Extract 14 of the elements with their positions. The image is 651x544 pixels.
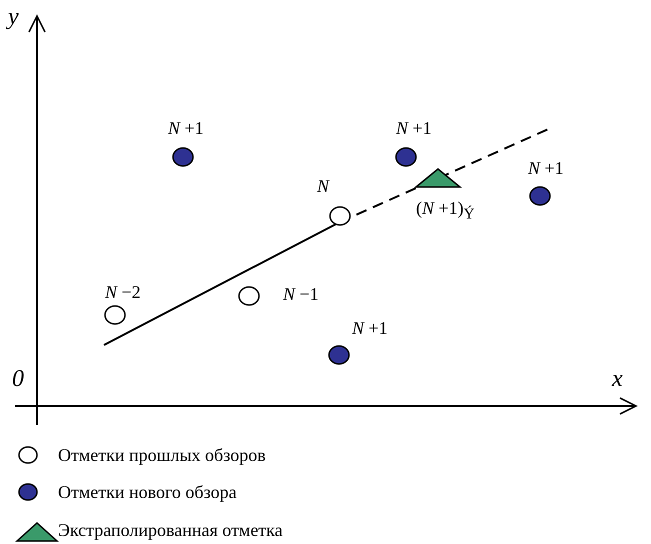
point-label: N (317, 176, 330, 196)
axis-label: y (8, 4, 19, 30)
origin-label: 0 (12, 366, 24, 392)
legend-text: Экстраполированная отметка (58, 520, 283, 540)
point-label: N +1 (168, 118, 204, 138)
point-label: N +1 (352, 318, 388, 338)
legend-text: Отметки нового обзора (58, 482, 237, 502)
axis-label: x (612, 366, 623, 392)
point-label: N −1 (283, 284, 319, 304)
legend-text: Отметки прошлых обзоров (58, 445, 266, 465)
point-label: (N +1)$_{Ý}$ (416, 198, 475, 225)
point-label: N +1 (396, 118, 432, 138)
point-label: N −2 (105, 282, 141, 302)
point-label: N +1 (528, 158, 564, 178)
